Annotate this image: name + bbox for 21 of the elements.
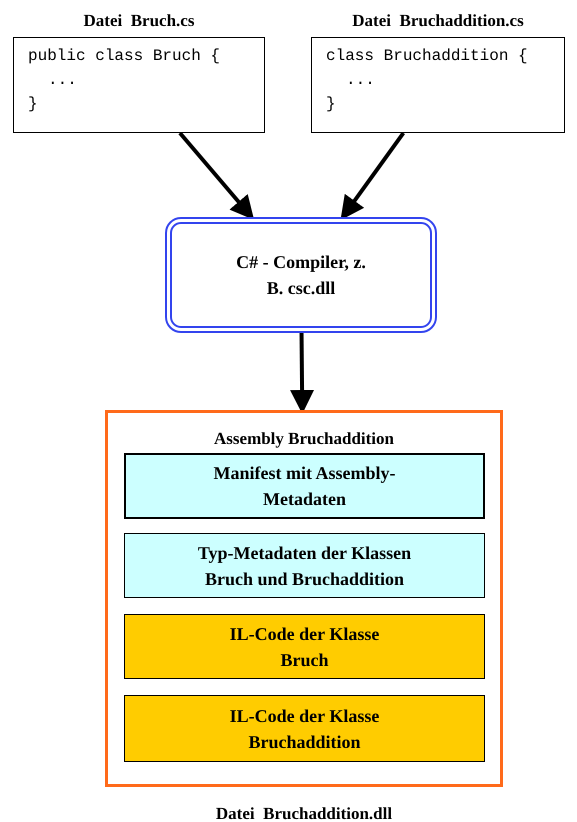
file-name: Datei Bruchaddition.cs xyxy=(351,10,525,32)
code-line: class Bruchaddition { xyxy=(326,46,528,67)
section-label: Typ-Metadaten der Klassen Bruch und Bruchaddition xyxy=(196,542,412,590)
code-line: } xyxy=(326,94,336,115)
code-line: public class Bruch { xyxy=(28,46,220,67)
compiler-box xyxy=(165,217,437,333)
file-name: Datei Bruch.cs xyxy=(82,10,196,32)
section-label: IL-Code der Klasse Bruchaddition xyxy=(228,704,380,754)
metadata-box xyxy=(124,453,485,519)
assembly-heading: Assembly Bruchaddition xyxy=(213,428,395,450)
section-label: IL-Code der Klasse Bruch xyxy=(228,622,380,672)
section-label: Manifest mit Assembly-Metadaten xyxy=(212,462,396,511)
assembly-box xyxy=(105,410,503,787)
il-code-box xyxy=(124,695,485,762)
code-line: } xyxy=(28,94,38,115)
metadata-box xyxy=(124,533,485,598)
compiler-label: C# - Compiler, z. B. csc.dll xyxy=(235,251,367,300)
code-line: ... xyxy=(48,70,77,91)
code-line: ... xyxy=(346,70,375,91)
file-name: Datei Bruchaddition.dll xyxy=(214,803,394,822)
il-code-box xyxy=(124,614,485,679)
